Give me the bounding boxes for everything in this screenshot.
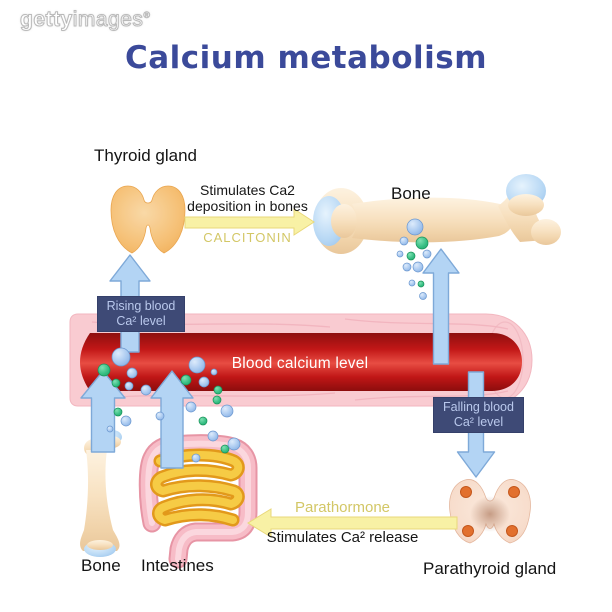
- calcitonin-arrow: [184, 208, 315, 236]
- calcitonin-label: CALCITONIN: [203, 230, 292, 245]
- rising-box-line1: Rising blood: [106, 299, 176, 313]
- calcitonin-caption-line1: Stimulates Ca2: [200, 182, 295, 198]
- thyroid-gland-label: Thyroid gland: [94, 146, 198, 165]
- falling-box-line1: Falling blood: [443, 400, 514, 414]
- thyroid-illustration: [110, 185, 186, 254]
- rising-box-line2: Ca² level: [116, 314, 166, 328]
- calcitonin-caption-line2: deposition in bones: [187, 197, 308, 214]
- calcitonin-caption: Stimulates Ca2 deposition in bones: [180, 182, 315, 214]
- parathormone-caption: Stimulates Ca² release: [266, 529, 419, 546]
- intestines-label: Intestines: [141, 556, 214, 575]
- getty-watermark: gettyimages®: [20, 8, 151, 32]
- parathyroid-gland-label: Parathyroid gland: [423, 559, 557, 578]
- bone-illustration-top: [313, 174, 561, 254]
- arrow-from-intestines: [150, 370, 194, 469]
- arrow-to-bone: [422, 248, 460, 365]
- parathyroid-illustration: [449, 479, 531, 544]
- watermark-registered-icon: ®: [143, 10, 151, 21]
- page-title: Calcium metabolism: [124, 40, 488, 76]
- watermark-images: images: [72, 8, 144, 32]
- rising-blood-box: Rising blood Ca² level: [97, 296, 185, 332]
- calcium-ions: [97, 218, 432, 463]
- bone-bottom-label: Bone: [81, 556, 121, 575]
- blood-calcium-level-label: Blood calcium level: [231, 355, 369, 372]
- parathormone-label: Parathormone: [294, 499, 391, 516]
- bone-top-label: Bone: [391, 184, 431, 203]
- falling-box-line2: Ca² level: [453, 415, 504, 429]
- falling-blood-box: Falling blood Ca² level: [433, 397, 524, 433]
- parathormone-arrow: [247, 508, 458, 538]
- watermark-getty: getty: [20, 8, 73, 32]
